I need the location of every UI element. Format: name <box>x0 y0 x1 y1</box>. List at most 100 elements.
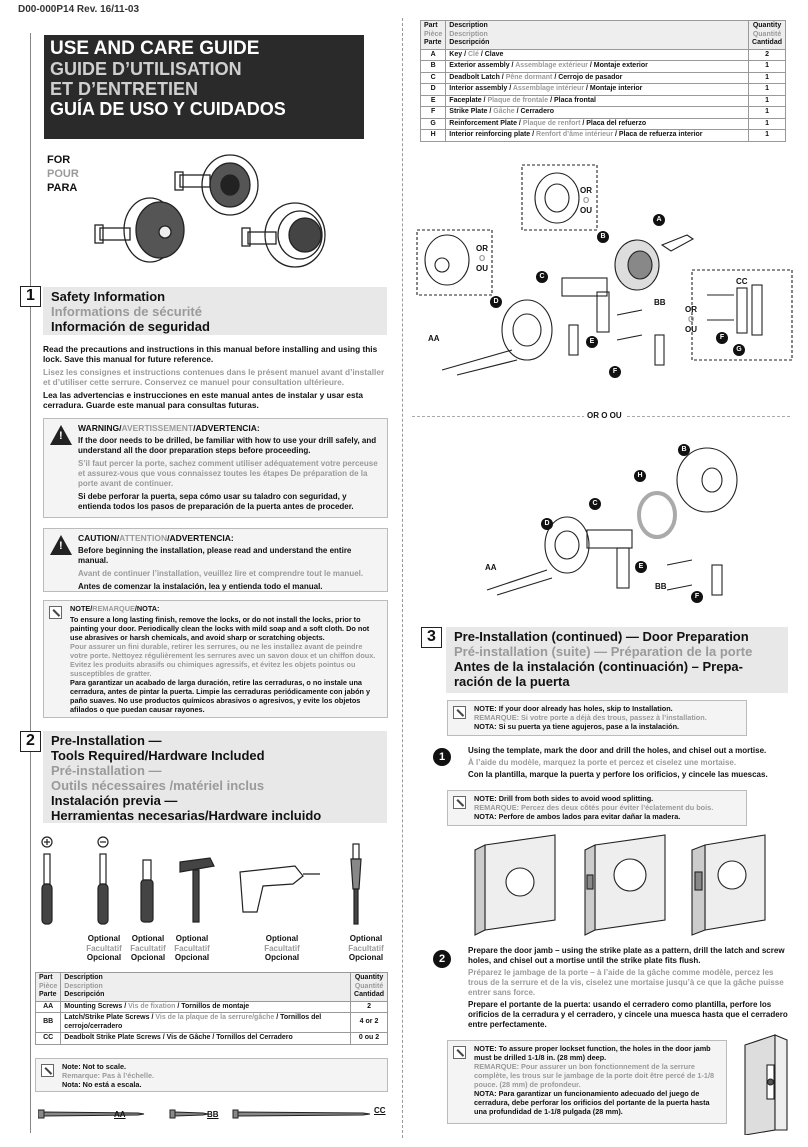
section-2-number: 2 <box>20 731 41 752</box>
note-finish-es: Para garantizar un acabado de larga dura… <box>70 678 371 714</box>
step-2-es: Prepare el portante de la puerta: usando… <box>468 1000 788 1029</box>
note-icon <box>453 796 466 809</box>
safety-intro-fr: Lisez les consignes et instructions cont… <box>43 367 385 387</box>
callout-g: G <box>733 344 745 356</box>
title-fr-1: GUIDE D’UTILISATION <box>50 59 242 79</box>
section-2-title-en-1: Pre-Installation — <box>51 733 162 748</box>
caution-fr: Avant de continuer l’installation, veuil… <box>78 569 364 578</box>
callout-c-2: C <box>589 498 601 510</box>
step-2-badge: 2 <box>433 950 451 968</box>
section-1-title-fr: Informations de sécurité <box>51 304 202 319</box>
for-label: FOR POUR PARA <box>47 153 79 195</box>
column-divider <box>402 18 403 1138</box>
note-jamb-fr: REMARQUE: Pour assurer un bon fonctionne… <box>474 1062 715 1089</box>
note-jamb-depth-box: NOTE: To assure proper lockset function,… <box>447 1040 727 1124</box>
note-finish-en: To ensure a long lasting finish, remove … <box>70 615 370 642</box>
diagram1-ou-right: OU <box>685 325 697 334</box>
screw-label-bb: BB <box>207 1110 219 1119</box>
step-1-es: Con la plantilla, marque la puerta y per… <box>468 770 768 779</box>
caution-es: Antes de comenzar la instalación, lea y … <box>78 582 323 591</box>
section-1-header: Safety Information Informations de sécur… <box>43 287 387 335</box>
section-2-title-en-2: Tools Required/Hardware Included <box>51 748 265 763</box>
step-2-fr: Préparez le jambage de la porte – à l’ai… <box>468 968 784 997</box>
callout-e: E <box>586 336 598 348</box>
diagram1-ou-left: OU <box>476 264 488 273</box>
door-drilling-illustration <box>474 834 766 936</box>
callout-f-2: F <box>691 591 703 603</box>
note-icon <box>49 606 62 619</box>
section-2-title-fr-1: Pré-installation — <box>51 763 162 778</box>
or-divider-label: OR O OU <box>584 411 625 420</box>
warning-fr: S’il faut percer la porte, sachez commen… <box>78 459 378 488</box>
section-3-number: 3 <box>421 627 442 648</box>
screws-illustration <box>38 1109 371 1119</box>
callout-a: A <box>653 214 665 226</box>
step-2-text: Prepare the door jamb – using the strike… <box>468 946 788 1030</box>
left-margin-line <box>30 33 31 1133</box>
exploded-diagram-2 <box>486 447 738 596</box>
warning-heading: WARNING/AVERTISSEMENT/ADVERTENCIA: <box>78 423 260 433</box>
step-1-text: Using the template, mark the door and dr… <box>468 746 788 780</box>
note-icon <box>453 706 466 719</box>
caution-icon: ! <box>50 535 72 555</box>
caution-heading: CAUTION/ATTENTION/ADVERTENCIA: <box>78 533 234 543</box>
callout-b-2: B <box>678 444 690 456</box>
title-fr-2: ET D’ENTRETIEN <box>50 79 199 99</box>
callout-f-alt: F <box>716 332 728 344</box>
section-3-title-es-1: Antes de la instalación (continuación) –… <box>454 659 743 674</box>
step-1-en: Using the template, mark the door and dr… <box>468 746 767 755</box>
section-1-number: 1 <box>20 286 41 307</box>
note-holes-fr: REMARQUE: Si votre porte a déjà des trou… <box>474 713 707 722</box>
screw-label-aa: AA <box>114 1110 126 1119</box>
diagram1-label-bb: BB <box>654 298 666 307</box>
note-icon <box>453 1046 466 1059</box>
section-2-title-es-1: Instalación previa — <box>51 793 178 808</box>
safety-intro-es: Lea las advertencias e instrucciones en … <box>43 390 364 410</box>
diagram1-ou-top: OU <box>580 206 592 215</box>
exploded-diagram-1 <box>416 164 793 376</box>
section-3-title-es-2: ración de la puerta <box>454 674 570 689</box>
note-holes-es: NOTA: Si su puerta ya tiene agujeros, pa… <box>474 722 680 731</box>
warning-box: ! WARNING/AVERTISSEMENT/ADVERTENCIA: If … <box>43 418 388 518</box>
note-icon <box>41 1064 54 1077</box>
section-1-title-es: Información de seguridad <box>51 319 210 334</box>
note-scale-fr: Remarque: Pas à l’échelle. <box>62 1071 155 1080</box>
note-jamb-en: NOTE: To assure proper lockset function,… <box>474 1044 711 1062</box>
callout-h: H <box>634 470 646 482</box>
step-2-en: Prepare the door jamb – using the strike… <box>468 946 785 965</box>
callout-d-2: D <box>541 518 553 530</box>
diagram1-or-top: OR <box>580 186 592 195</box>
diagram1-o-top: O <box>583 196 590 205</box>
note-drill-es: NOTA: Perfore de ambos lados para evitar… <box>474 812 681 821</box>
diagram2-label-bb: BB <box>655 582 667 591</box>
diagram1-o-right: O <box>688 315 695 324</box>
warning-icon: ! <box>50 425 72 445</box>
section-2-title-fr-2: Outils nécessaires /matériel inclus <box>51 778 265 793</box>
deadbolt-product-illustration <box>94 154 326 268</box>
for-fr: POUR <box>47 168 79 180</box>
callout-f: F <box>609 366 621 378</box>
section-3-header: Pre-Installation (continued) — Door Prep… <box>446 627 788 693</box>
section-2-title-es-2: Herramientas necesarias/Hardware incluid… <box>51 808 322 823</box>
note-finish-heading: NOTE/REMARQUE/NOTA: <box>70 604 160 613</box>
title-block: USE AND CARE GUIDE GUIDE D’UTILISATION E… <box>44 35 364 139</box>
